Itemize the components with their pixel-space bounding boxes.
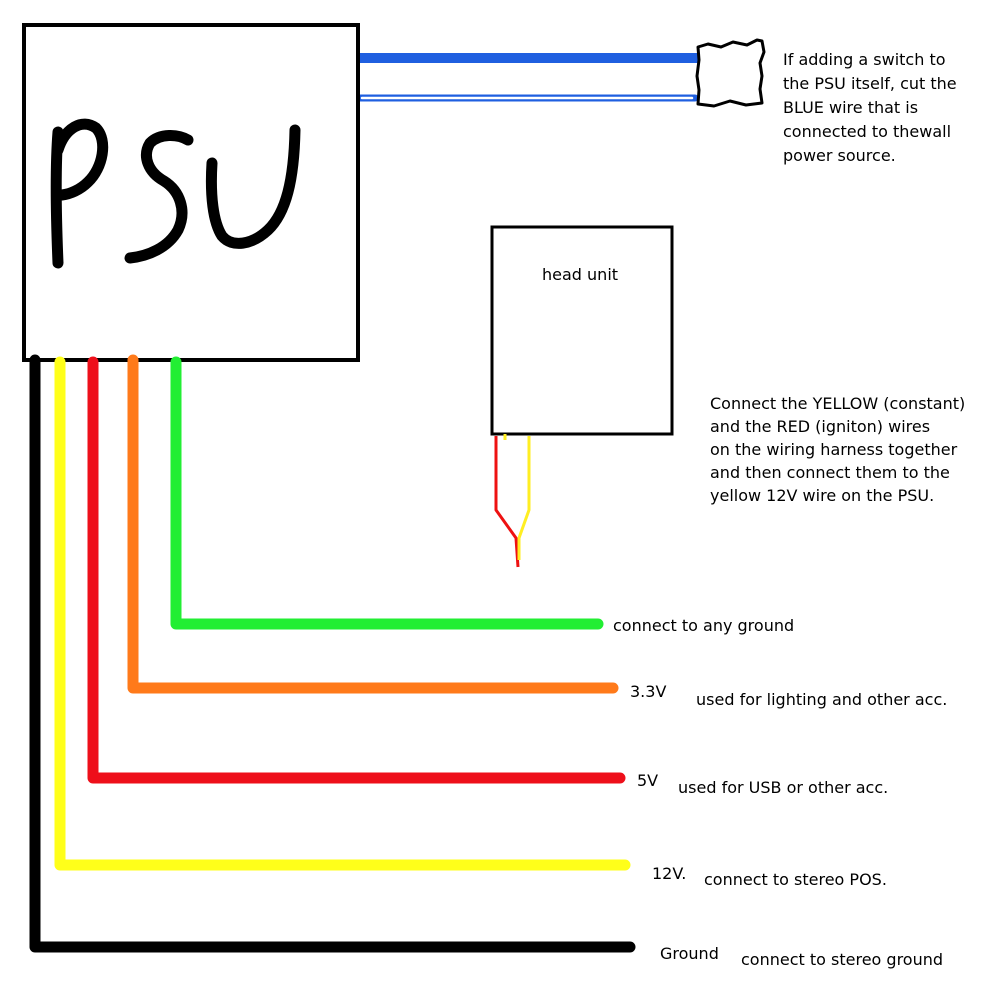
green-wire (170, 356, 604, 630)
yellow-wire-description: connect to stereo POS. (704, 870, 887, 889)
switch-note: If adding a switch to the PSU itself, cu… (783, 48, 957, 168)
red-wire (87, 356, 626, 784)
orange-wire (127, 354, 619, 694)
harness-note-line: and then connect them to the (710, 463, 950, 482)
switch-note-line: BLUE wire that is (783, 98, 919, 117)
switch-note-line: the PSU itself, cut the (783, 74, 957, 93)
harness-red-wire (494, 436, 520, 568)
orange-wire-description: used for lighting and other acc. (696, 690, 948, 709)
black-ground-wire (29, 354, 636, 953)
head-unit-label: head unit (542, 265, 619, 284)
switch-note-line: power source. (783, 146, 896, 165)
harness-note-line: Connect the YELLOW (constant) (710, 394, 966, 413)
harness-note-line: yellow 12V wire on the PSU. (710, 486, 935, 505)
green-wire-description: connect to any ground (613, 616, 795, 635)
yellow-wire (54, 356, 631, 871)
harness-note: Connect the YELLOW (constant) and the RE… (710, 392, 965, 507)
red-wire-description: used for USB or other acc. (678, 778, 889, 797)
wall-plug-icon (695, 38, 766, 108)
harness-note-line: and the RED (igniton) wires (710, 417, 931, 436)
red-wire-voltage: 5V (637, 771, 659, 790)
head-unit-box (490, 225, 674, 436)
black-wire-description: connect to stereo ground (741, 950, 944, 969)
orange-wire-voltage: 3.3V (630, 682, 667, 701)
black-wire-voltage: Ground (660, 944, 719, 963)
yellow-wire-voltage: 12V. (652, 864, 687, 883)
harness-note-line: on the wiring harness together (710, 440, 958, 459)
switch-note-line: If adding a switch to (783, 50, 946, 69)
switch-note-line: connected to thewall (783, 122, 952, 141)
harness-yellow-wire (517, 436, 531, 560)
psu-lettering (50, 118, 301, 269)
